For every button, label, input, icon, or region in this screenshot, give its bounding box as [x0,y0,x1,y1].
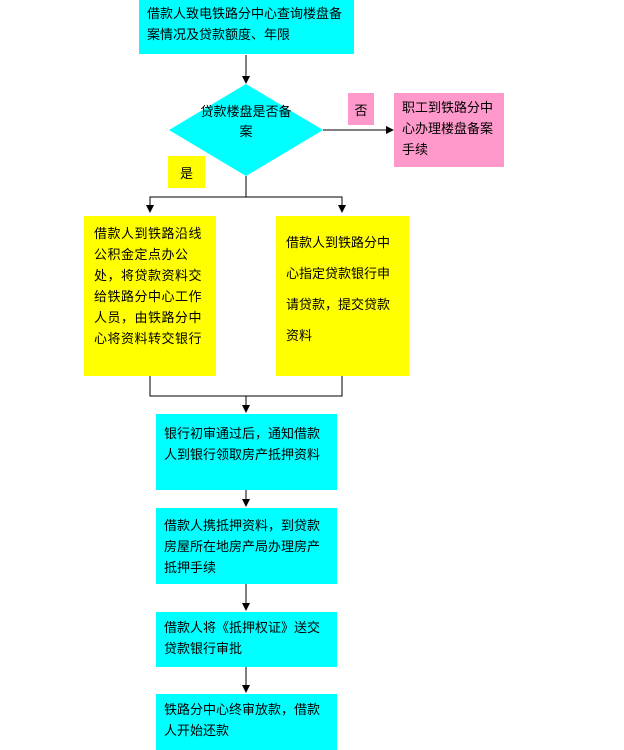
preliminary-box: 银行初审通过后，通知借款人到银行领取房产抵押资料 [156,414,337,490]
decision-label: 贷款楼盘是否备案 [200,105,292,140]
decision-diamond [169,84,323,176]
final-box: 铁路分中心终审放款，借款人开始还款 [156,694,337,750]
arrow-decision-split-right [246,196,346,213]
left-branch-box: 借款人到铁路沿线公积金定点办公处，将贷款资料交给铁路分中心工作人员，由铁路分中心… [84,216,216,376]
no-label: 否 [348,93,374,125]
register-box: 职工到铁路分中心办理楼盘备案手续 [394,93,504,167]
start-box: 借款人致电铁路分中心查询楼盘备案情况及贷款额度、年限 [139,0,354,54]
arrow-merge-to-preliminary [149,376,343,397]
right-branch-box: 借款人到铁路分中心指定贷款银行申请贷款，提交贷款资料 [276,216,409,376]
yes-label: 是 [168,156,205,188]
mortgage-box: 借款人携抵押资料，到贷款房屋所在地房产局办理房产抵押手续 [156,508,337,584]
certificate-box: 借款人将《抵押权证》送交贷款银行审批 [156,612,337,667]
arrow-decision-split [146,176,247,213]
